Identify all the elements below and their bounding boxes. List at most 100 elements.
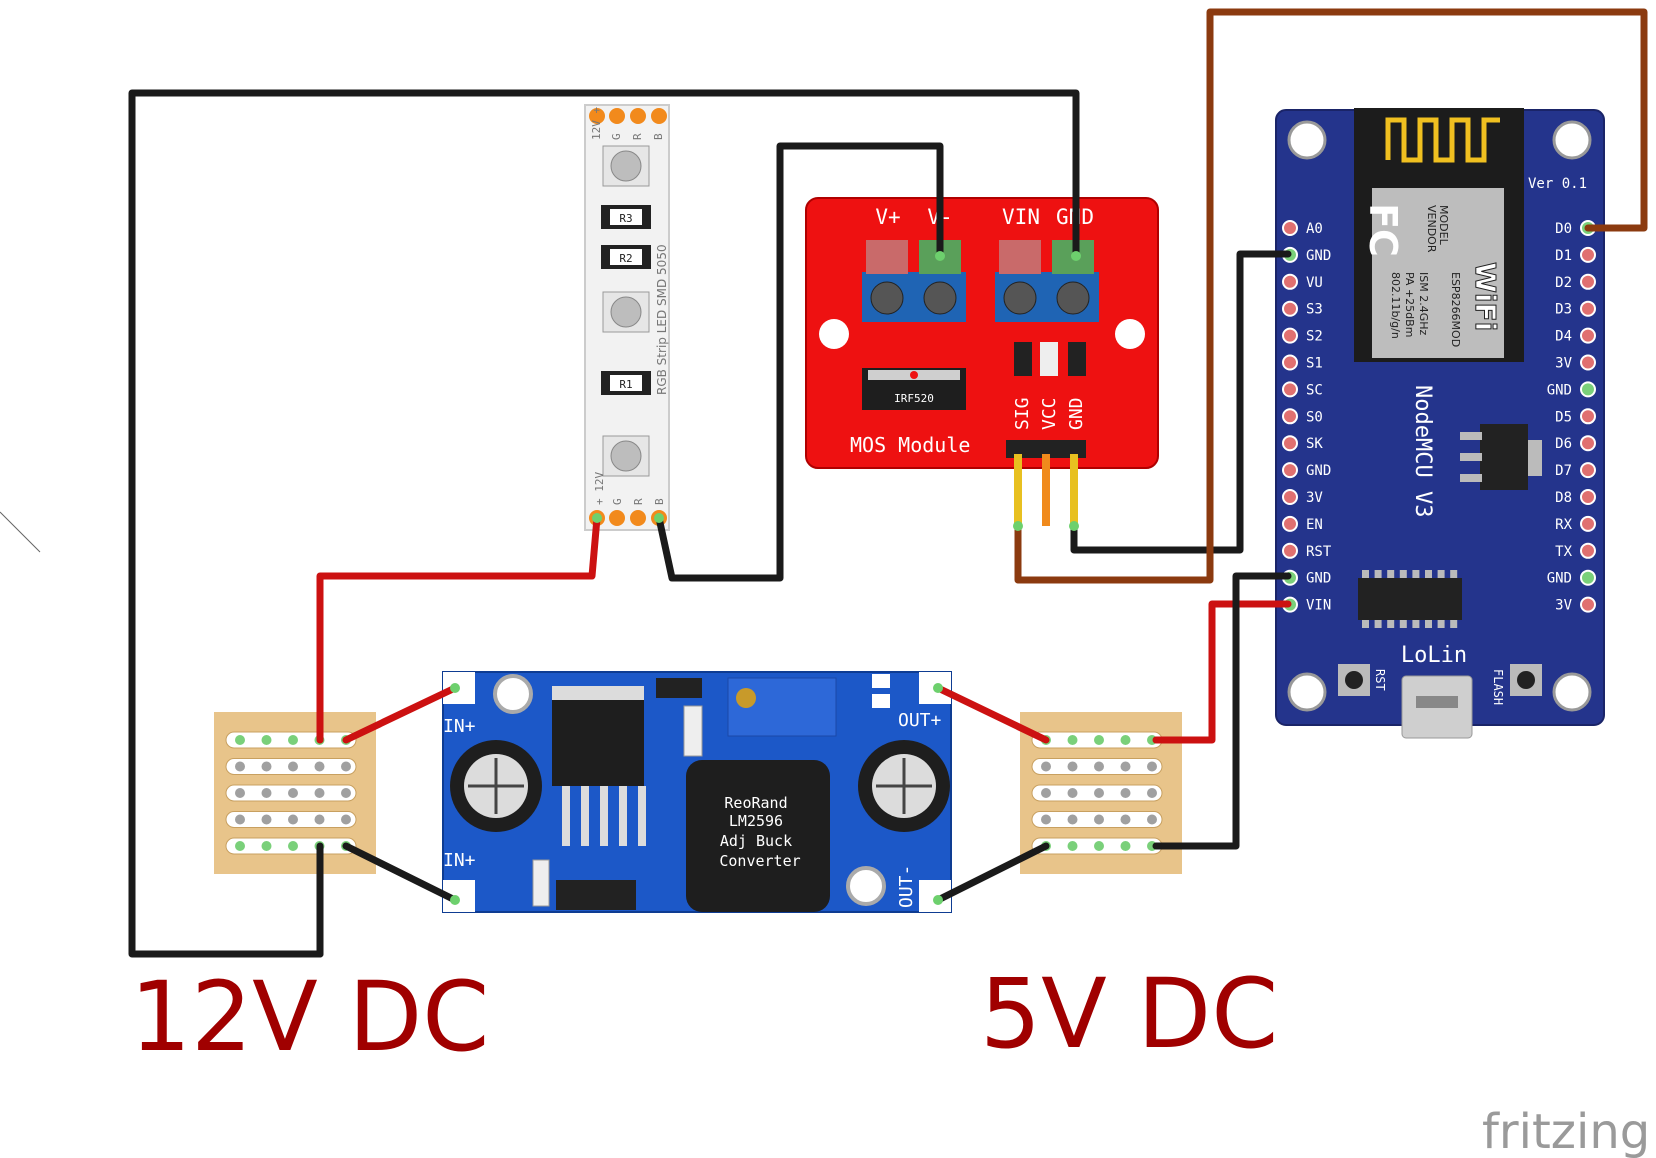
pin-left-sk[interactable] — [1282, 435, 1298, 452]
perf-hole[interactable] — [1067, 841, 1078, 851]
pin-right-3v[interactable] — [1580, 354, 1596, 371]
pin-left-rst[interactable] — [1282, 542, 1298, 559]
perf-hole[interactable] — [1147, 788, 1157, 798]
perf-hole[interactable] — [1041, 761, 1051, 772]
perf-hole[interactable] — [261, 814, 272, 825]
pin-left-s2[interactable] — [1282, 327, 1298, 344]
perf-hole[interactable] — [1067, 735, 1078, 745]
pin-right-rx[interactable] — [1580, 515, 1596, 532]
pin-right-gnd[interactable] — [1580, 381, 1596, 398]
wire-mos-gnd-to-nodemcu[interactable] — [1070, 250, 1292, 554]
wire-buck-out-minus[interactable] — [934, 842, 1050, 904]
pin-right-d6[interactable] — [1580, 435, 1596, 452]
pin-right-d4[interactable] — [1580, 327, 1596, 344]
pot-screw-icon[interactable] — [736, 688, 756, 708]
perf-hole[interactable] — [1094, 761, 1104, 772]
flash-button-cap[interactable] — [1517, 671, 1535, 689]
perf-hole[interactable] — [235, 788, 245, 798]
perf-hole[interactable] — [314, 761, 325, 772]
wire-buck-out-plus[interactable] — [934, 684, 1050, 744]
pin-right-d1[interactable] — [1580, 246, 1596, 263]
perf-hole[interactable] — [288, 735, 298, 745]
pin-left-3v[interactable] — [1282, 489, 1298, 505]
pin-left-en[interactable] — [1282, 515, 1298, 532]
wire-gnd-12v-to-mos[interactable] — [128, 89, 1080, 958]
perf-hole[interactable] — [1094, 735, 1104, 745]
rst-button-cap[interactable] — [1345, 671, 1363, 689]
pin-left-sc[interactable] — [1282, 381, 1298, 398]
wire-d0-to-sig[interactable] — [1014, 8, 1648, 584]
pin-right-d7[interactable] — [1580, 462, 1596, 479]
perf-hole[interactable] — [235, 761, 245, 772]
rst-button[interactable] — [1338, 664, 1370, 696]
wire-strip-b-to-mos-vminus[interactable] — [655, 142, 944, 582]
perf-hole[interactable] — [261, 788, 272, 798]
pin-left-gnd[interactable] — [1282, 462, 1298, 479]
pin-label-left: VIN — [1306, 598, 1331, 614]
potentiometer[interactable] — [727, 677, 837, 737]
perf-hole[interactable] — [1041, 814, 1051, 825]
perf-hole[interactable] — [341, 814, 351, 825]
perf-hole[interactable] — [1067, 788, 1078, 798]
perf-hole[interactable] — [261, 761, 272, 772]
wire-12v-to-buck-in-plus[interactable] — [342, 684, 459, 744]
perf-hole[interactable] — [1120, 788, 1131, 798]
pin-left-a0[interactable] — [1282, 220, 1298, 236]
perf-hole[interactable] — [288, 761, 298, 772]
perf-hole[interactable] — [1120, 761, 1131, 772]
nodemcu-hole-tr — [1552, 120, 1592, 160]
perf-hole[interactable] — [235, 814, 245, 825]
flash-button[interactable] — [1510, 664, 1542, 696]
wire-gnd-to-buck-in-minus[interactable] — [342, 842, 459, 904]
pin-right-d8[interactable] — [1580, 489, 1596, 505]
perf-hole[interactable] — [1147, 761, 1157, 772]
perf-hole[interactable] — [1094, 788, 1104, 798]
buck-mount-hole — [493, 674, 533, 714]
pin-left-vu[interactable] — [1282, 273, 1298, 290]
pin-right-d5[interactable] — [1580, 408, 1596, 425]
perf-hole[interactable] — [288, 841, 298, 851]
wire-5v-to-vin[interactable] — [1152, 600, 1292, 744]
perf-hole[interactable] — [1041, 788, 1051, 798]
pin-right-tx[interactable] — [1580, 542, 1596, 559]
perf-hole[interactable] — [1067, 761, 1078, 772]
wire-12v-to-strip[interactable] — [316, 514, 601, 744]
perf-hole[interactable] — [314, 788, 325, 798]
pin-right-3v[interactable] — [1580, 596, 1596, 613]
perf-hole[interactable] — [288, 814, 298, 825]
perf-hole[interactable] — [261, 735, 272, 745]
perf-hole[interactable] — [235, 841, 245, 851]
pin-right-d2[interactable] — [1580, 273, 1596, 290]
strip-pad-b-top — [651, 108, 667, 124]
perf-hole[interactable] — [1120, 814, 1131, 825]
perf-hole[interactable] — [341, 761, 351, 772]
pin-label-right: D4 — [1555, 329, 1572, 345]
pot-body[interactable] — [727, 677, 837, 737]
wire-gnd-to-nodemcu[interactable] — [1152, 572, 1292, 850]
perf-hole[interactable] — [235, 735, 245, 745]
perf-hole[interactable] — [1067, 814, 1078, 825]
pin-left-s0[interactable] — [1282, 408, 1298, 425]
pin-label-left: SK — [1306, 436, 1323, 452]
perf-hole[interactable] — [1094, 814, 1104, 825]
strip-pin-b-top: B — [652, 133, 665, 140]
pin-right-gnd[interactable] — [1580, 569, 1596, 586]
pin-left-s3[interactable] — [1282, 300, 1298, 317]
rst-button-label: RST — [1373, 669, 1387, 691]
nodemcu-board: FC MODEL VENDOR ESP8266MOD ISM 2.4GHz PA… — [1275, 108, 1605, 739]
pin-right-d3[interactable] — [1580, 300, 1596, 317]
perf-hole[interactable] — [341, 788, 351, 798]
led-5050-1 — [602, 145, 650, 187]
perf-hole[interactable] — [288, 788, 298, 798]
pin-left-s1[interactable] — [1282, 354, 1298, 371]
regulator-tab — [1528, 440, 1542, 476]
flash-button-label: FLASH — [1491, 669, 1505, 705]
endpoint-dot — [654, 513, 664, 523]
perf-hole[interactable] — [1120, 735, 1131, 745]
perf-hole[interactable] — [314, 814, 325, 825]
perf-hole[interactable] — [261, 841, 272, 851]
chip-pin — [1437, 620, 1445, 628]
perf-hole[interactable] — [1120, 841, 1131, 851]
perf-hole[interactable] — [1147, 814, 1157, 825]
perf-hole[interactable] — [1094, 841, 1104, 851]
